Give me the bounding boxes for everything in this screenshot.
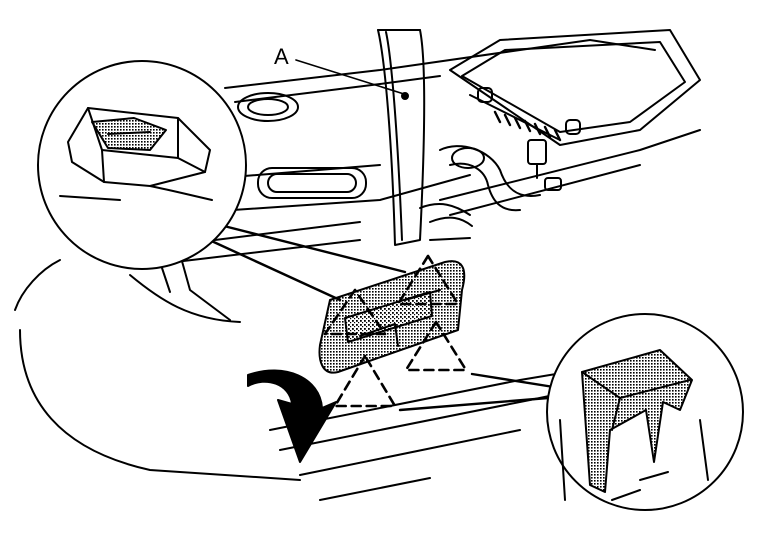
detail-circle-upper [37, 60, 247, 270]
detail-circle-lower [546, 313, 744, 511]
callout-leader-lines [203, 223, 562, 412]
clip-location-markers [323, 254, 468, 408]
glove-box-panel [449, 29, 701, 179]
rotation-arrow [247, 369, 337, 463]
trim-panel [318, 260, 466, 374]
trim-removal-tool [377, 29, 426, 246]
label-a-leader [295, 59, 405, 95]
callout-label-a: A [274, 44, 289, 69]
wiring-harness [419, 145, 562, 241]
